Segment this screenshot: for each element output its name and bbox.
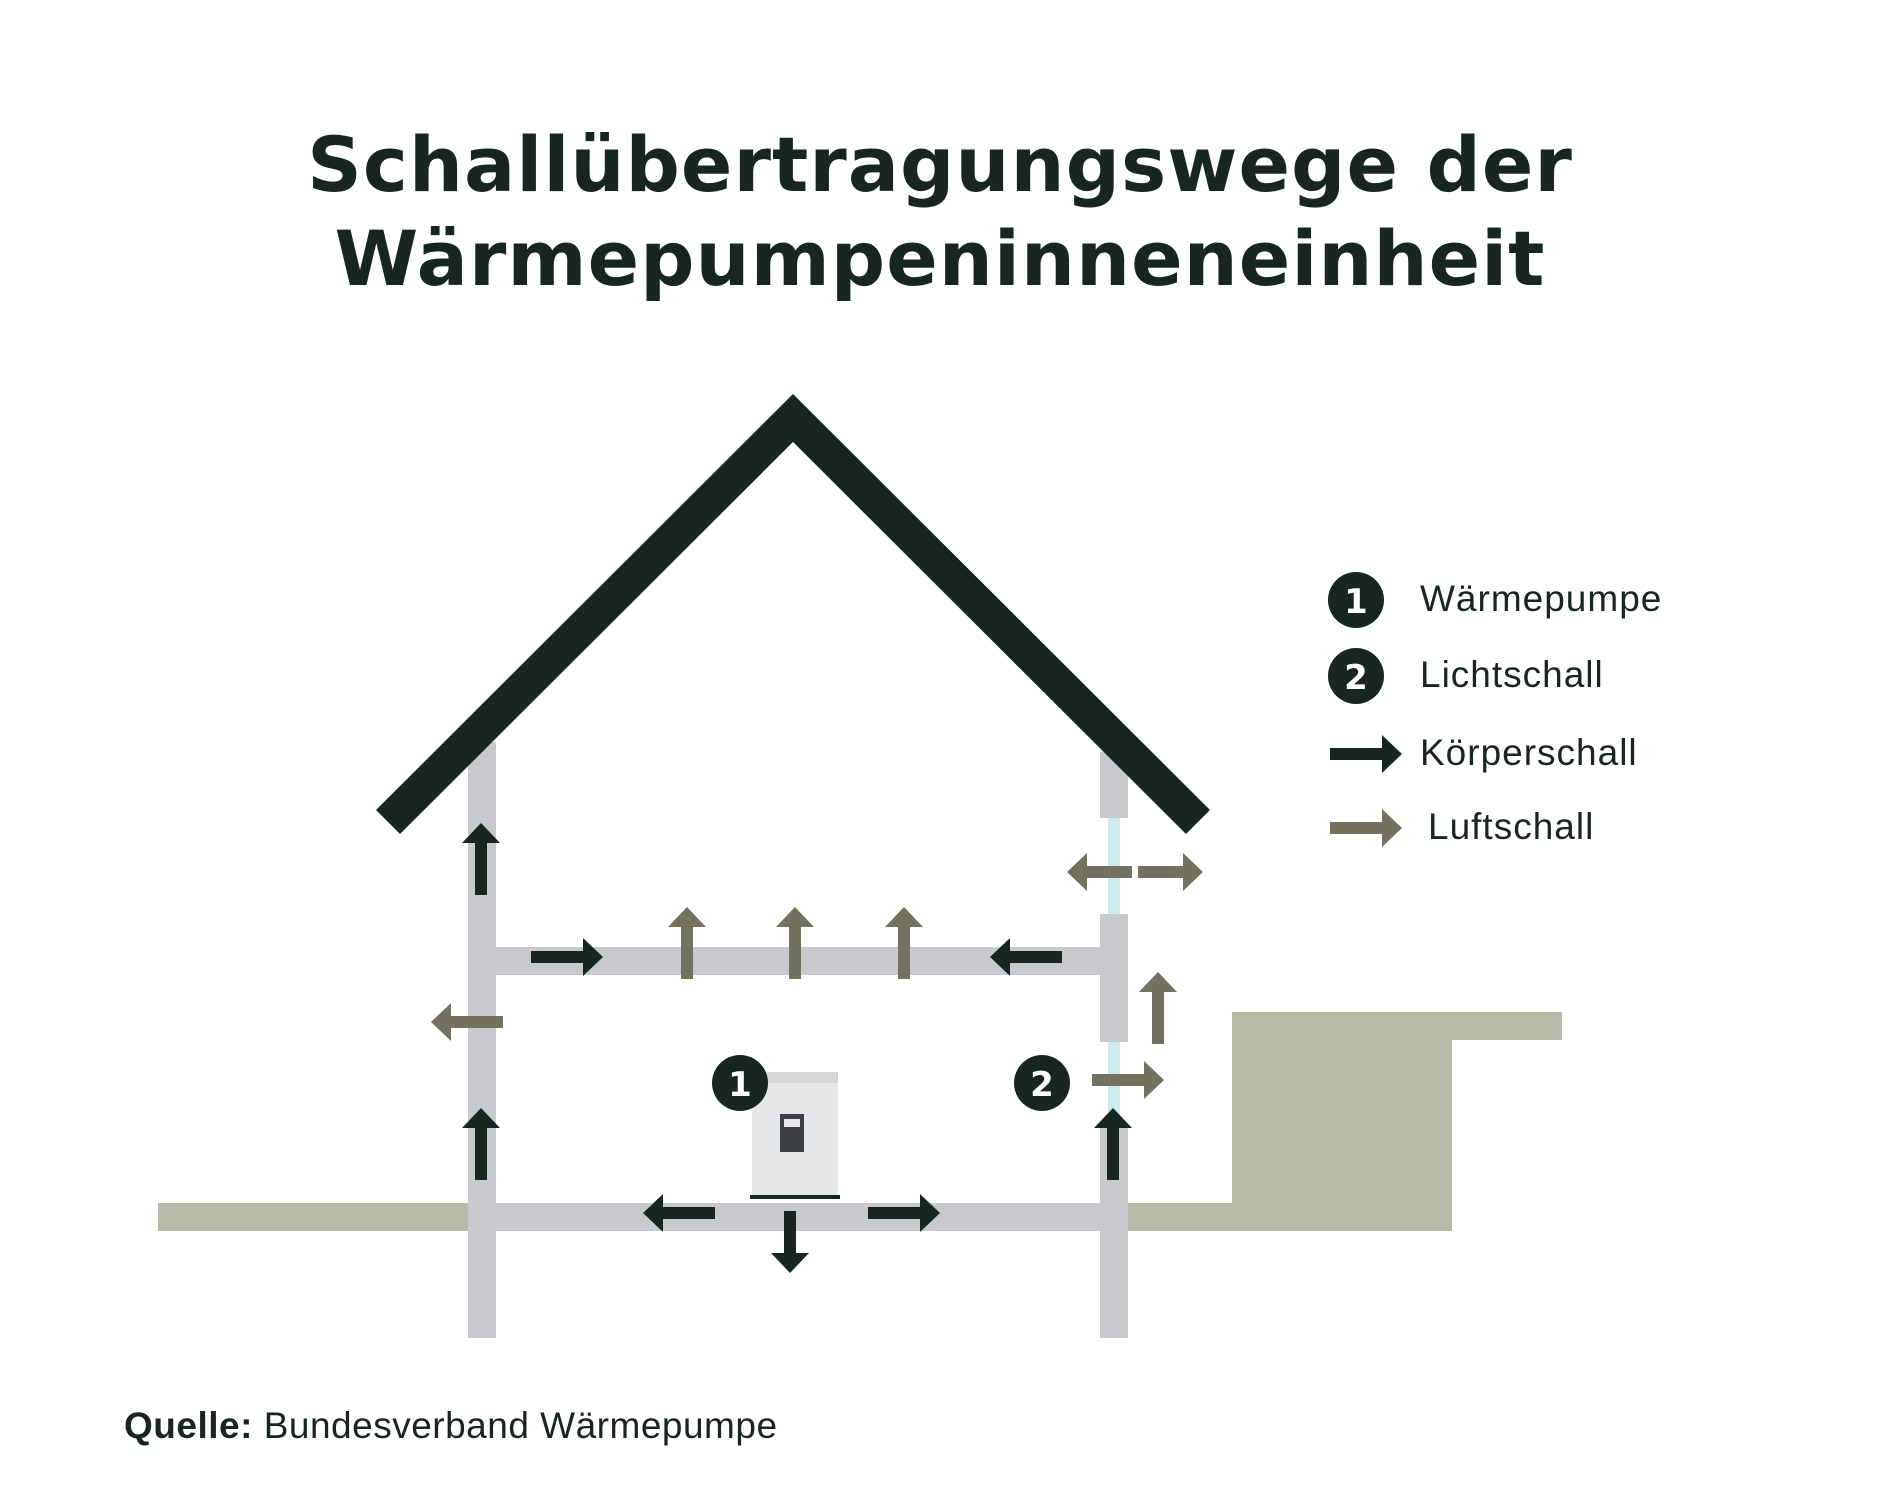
roof bbox=[375, 393, 1211, 835]
legend-badge-1-label: 1 bbox=[1344, 582, 1368, 622]
legend-label-koerperschall: Körperschall bbox=[1420, 732, 1638, 773]
source-prefix: Quelle: bbox=[124, 1405, 253, 1446]
legend-badge-2-label: 2 bbox=[1344, 658, 1368, 698]
legend-label-luftschall: Luftschall bbox=[1428, 806, 1595, 847]
dark-arrow-slab-left bbox=[531, 938, 603, 976]
grey-arrow-up-1 bbox=[668, 907, 706, 979]
ground-floor-slab bbox=[468, 1203, 1128, 1231]
legend-badge-1: 1 bbox=[1328, 572, 1384, 628]
source-text: Bundesverband Wärmepumpe bbox=[263, 1405, 778, 1446]
dark-arrow-floor-right bbox=[868, 1194, 940, 1232]
grey-arrow-up-2 bbox=[776, 907, 814, 979]
ground-left bbox=[158, 1203, 476, 1231]
dark-arrow-slab-right bbox=[990, 938, 1062, 976]
legend-label-lichtschall: Lichtschall bbox=[1420, 654, 1604, 695]
legend-badge-2: 2 bbox=[1328, 648, 1384, 704]
marker-2: 2 bbox=[1014, 1055, 1070, 1111]
dark-arrow-left-wall-lower bbox=[462, 1108, 500, 1180]
source-note: Quelle: Bundesverband Wärmepumpe bbox=[124, 1405, 778, 1447]
marker-2-label: 2 bbox=[1030, 1065, 1054, 1105]
title-line-1: Schallübertragungswege der bbox=[307, 120, 1573, 209]
grey-arrow-up-right bbox=[1139, 972, 1177, 1044]
grey-arrow-left-wall-out bbox=[431, 1003, 503, 1041]
grey-arrow-window-right bbox=[1138, 853, 1203, 891]
neighbor-roof-ledge bbox=[1232, 1012, 1562, 1040]
dark-arrow-right-wall bbox=[1094, 1108, 1132, 1180]
neighbor-building bbox=[1232, 1012, 1452, 1231]
title-line-2: Wärmepumpeninneneinheit bbox=[334, 214, 1546, 303]
dark-arrow-left-wall-upper bbox=[462, 823, 500, 895]
legend-label-waermepumpe: Wärmepumpe bbox=[1420, 578, 1663, 619]
grey-arrow-up-3 bbox=[885, 907, 923, 979]
grey-arrow-window-left bbox=[1067, 853, 1132, 891]
page-title: Schallübertragungswege der Wärmepumpenin… bbox=[0, 118, 1880, 306]
house-structure bbox=[468, 742, 1128, 1338]
dark-arrow-down bbox=[771, 1211, 809, 1273]
airborne-arrows bbox=[431, 853, 1203, 1099]
legend-dark-arrow bbox=[1330, 735, 1402, 773]
structure-borne-arrows bbox=[462, 823, 1132, 1273]
right-wall-middle bbox=[1100, 914, 1128, 1042]
grey-arrow-window-lower bbox=[1092, 1061, 1164, 1099]
marker-1-label: 1 bbox=[728, 1065, 752, 1105]
legend-grey-arrow bbox=[1330, 809, 1402, 847]
dark-arrow-floor-left bbox=[643, 1194, 715, 1232]
marker-1: 1 bbox=[712, 1055, 768, 1111]
heat-pump-unit bbox=[750, 1072, 840, 1199]
